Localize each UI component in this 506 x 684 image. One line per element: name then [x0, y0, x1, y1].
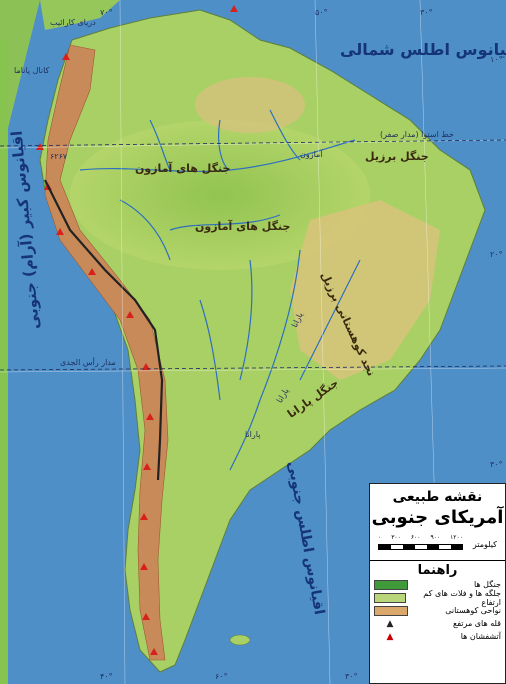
deg-bottom-40: ۴۰°	[100, 672, 113, 681]
label-river-amazon: آمازون	[300, 150, 323, 159]
scale-bar-graphic	[378, 544, 463, 550]
legend-title-line2: آمریکای جنوبی	[371, 507, 504, 528]
guiana-highlands	[195, 77, 305, 133]
andes-mountains	[44, 44, 169, 661]
central-america-land	[0, 0, 40, 160]
label-brazil-forest: جنگل برزیل	[365, 150, 429, 163]
falkland-islands	[229, 634, 251, 646]
legend-swatch-mountain	[374, 605, 408, 616]
legend-item-label: جلگه ها و فلات های کم ارتفاع	[423, 588, 501, 607]
label-river-parana-3: پارانا	[245, 430, 261, 439]
legend-swatch-lowland	[374, 592, 407, 603]
scale-tick: ۹۰۰	[430, 534, 441, 541]
label-north-atlantic: اقیانوس اطلس شمالی	[340, 40, 506, 59]
scale-tick: ۳۰۰	[391, 534, 401, 541]
legend-item: جنگل ها	[370, 578, 505, 591]
brazil-highlands-area	[290, 200, 440, 380]
rivers	[79, 109, 361, 471]
left-edge-land	[0, 40, 8, 684]
legend-divider	[370, 560, 505, 561]
scale-unit: کیلومتر	[472, 540, 497, 549]
legend-item: نواحی کوهستانی	[370, 604, 505, 617]
label-amazon-forest-south: جنگل های آمازون	[195, 220, 291, 233]
deg-right-10: ۱۰°	[490, 55, 503, 64]
label-panama-canal: کانال پاناما	[14, 66, 50, 75]
capricorn-line	[0, 365, 506, 371]
legend-item-label: جنگل ها	[473, 580, 501, 589]
deg-top-50: ۵۰°	[315, 8, 328, 17]
equator-line	[0, 139, 506, 147]
deg-right-20: ۲۰°	[490, 250, 503, 259]
label-amazon-forest-north: جنگل های آمازون	[135, 162, 231, 175]
legend-item: آتشفشان ها ▲	[370, 630, 505, 643]
deg-bottom-60: ۶۰°	[215, 672, 228, 681]
andes-crest-line	[44, 179, 164, 481]
peak-icon: ▲	[386, 618, 394, 629]
deg-right-30: ۳۰°	[490, 460, 503, 469]
scale-ticks: ۰ ۳۰۰ ۶۰۰ ۹۰۰ ۱۲۰۰	[378, 534, 463, 541]
deg-left-70: ۷۰°	[100, 8, 113, 17]
legend-item: قله های مرتفع ▲	[370, 617, 505, 630]
caribbean-coast	[40, 0, 120, 30]
scale-tick: ۶۰۰	[410, 534, 421, 541]
label-capricorn: مدار رأس الجدی	[60, 358, 116, 367]
deg-top-30: ۳۰°	[420, 8, 433, 17]
deg-bottom-30: ۳۰°	[345, 672, 358, 681]
label-equator: خط استوا (مدار صفر)	[380, 130, 454, 139]
legend-item: جلگه ها و فلات های کم ارتفاع	[370, 588, 505, 607]
legend-item-label: آتشفشان ها	[460, 632, 501, 641]
legend-item-label: نواحی کوهستانی	[445, 606, 501, 615]
scale-tick: ۱۲۰۰	[450, 534, 463, 541]
legend-guide-title: راهنما	[417, 563, 458, 578]
legend-title-line1: نقشه طبیعی	[392, 489, 483, 505]
legend-swatch-forest	[374, 579, 408, 590]
label-peak: ۶۲۶۷	[50, 152, 68, 161]
scale-tick: ۰	[378, 534, 382, 541]
label-caribbean: دریای کارائیب	[50, 18, 96, 27]
legend-item-label: قله های مرتفع	[453, 619, 501, 628]
volcano-markers	[36, 5, 238, 655]
volcano-icon: ▲	[386, 631, 394, 642]
map-legend: نقشه طبیعی آمریکای جنوبی ۰ ۳۰۰ ۶۰۰ ۹۰۰ ۱…	[369, 483, 506, 684]
scale-bar: ۰ ۳۰۰ ۶۰۰ ۹۰۰ ۱۲۰۰ کیلومتر	[378, 534, 497, 556]
